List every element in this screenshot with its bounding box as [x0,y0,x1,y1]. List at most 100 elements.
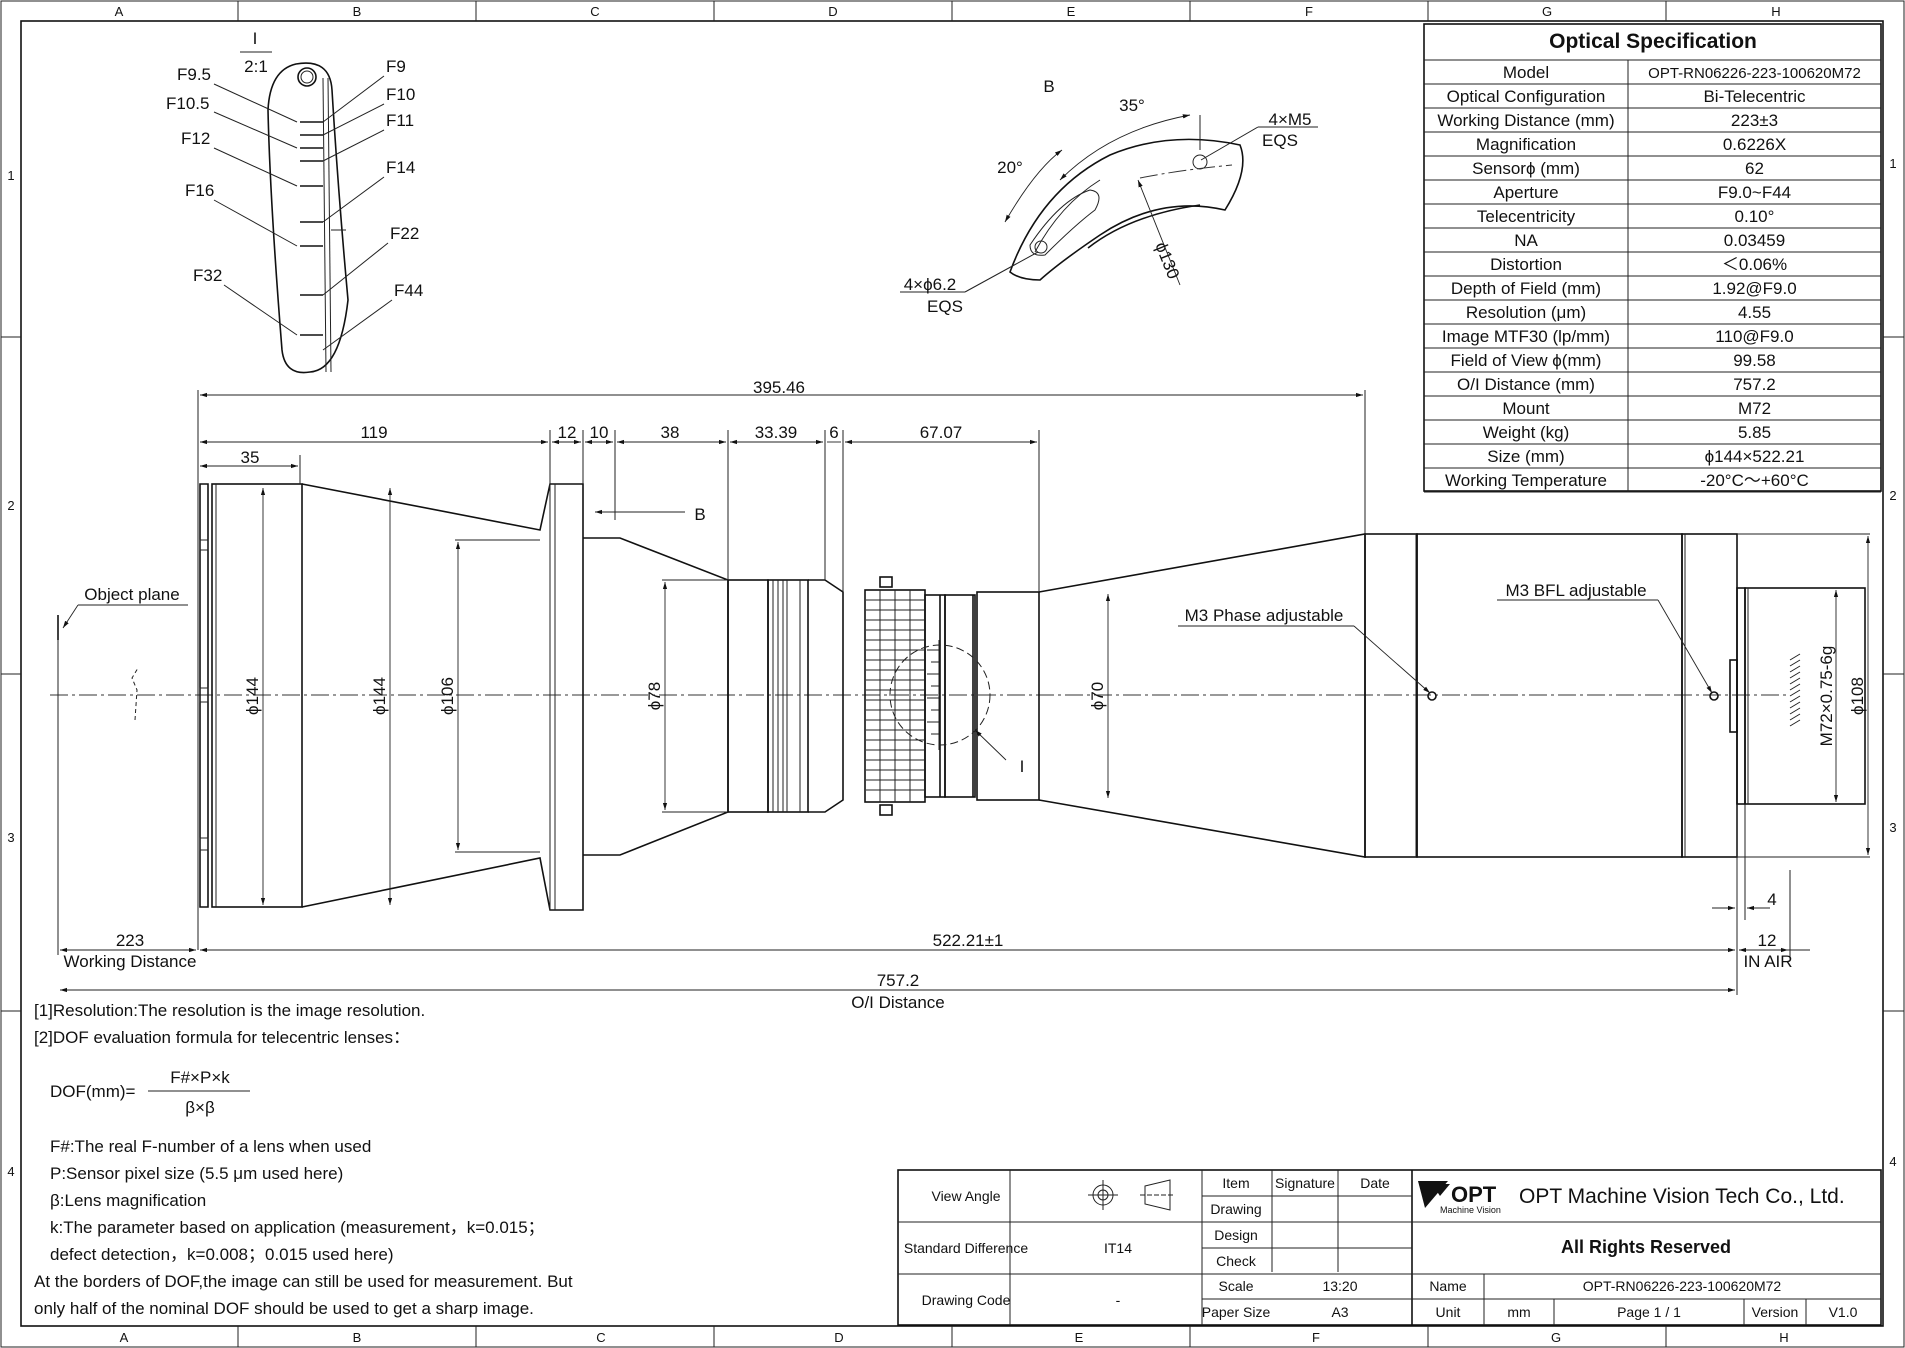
spec-label: Working Temperature [1445,471,1607,490]
spec-value: F9.0~F44 [1718,183,1791,202]
opt-logo: OPT Machine Vision [1418,1181,1501,1215]
row-label: 3 [7,830,14,845]
spec-label: Size (mm) [1487,447,1564,466]
note-resolution: [1]Resolution:The resolution is the imag… [34,1001,425,1020]
view-arrow-B: B [694,505,705,524]
note-p: P:Sensor pixel size (5.5 μm used here) [50,1164,343,1183]
spec-value: 0.6226X [1723,135,1786,154]
date-label: Date [1360,1175,1390,1191]
dim-phi144-b: ϕ144 [370,677,389,715]
scale-label: Scale [1218,1278,1253,1294]
spec-label: Aperture [1493,183,1558,202]
row-label: 4 [1889,1154,1896,1169]
drawing-code-label: Drawing Code [922,1292,1011,1308]
spec-label: Working Distance (mm) [1437,111,1614,130]
note-border-1: At the borders of DOF,the image can stil… [34,1272,573,1291]
thread-note: 4×M5 [1269,110,1312,129]
spec-label: Field of View ϕ(mm) [1451,351,1602,370]
dim-67: 67.07 [920,423,963,442]
dim-33: 33.39 [755,423,798,442]
col-label: D [828,4,837,19]
title-block: View Angle Standard Difference IT14 Draw… [897,1169,1882,1326]
spec-label: Weight (kg) [1483,423,1570,442]
col-label: C [596,1330,605,1345]
note-f: F#:The real F-number of a lens when used [50,1137,371,1156]
row-label: 1 [7,168,14,183]
page-value: Page 1 / 1 [1617,1304,1681,1320]
col-label: H [1771,4,1780,19]
dim-length: 522.21±1 [933,931,1004,950]
rights-text: All Rights Reserved [1561,1237,1731,1257]
std-diff-label: Standard Difference [904,1240,1028,1256]
dim-phi108: ϕ108 [1848,677,1867,715]
dim-thread: M72×0.75-6g [1817,646,1836,747]
design-label: Design [1214,1227,1258,1243]
f-stop-label: F9.5 [177,65,211,84]
spec-value: 99.58 [1733,351,1776,370]
spec-value: -20°C～+60°C [1700,471,1809,490]
spec-label: Depth of Field (mm) [1451,279,1601,298]
f-stop-label: F10.5 [166,94,209,113]
std-diff-value: IT14 [1104,1240,1132,1256]
section-label: B [1043,77,1054,96]
dof-numerator: F#×P×k [170,1068,230,1087]
name-value: OPT-RN06226-223-100620M72 [1583,1278,1782,1294]
spec-value: OPT-RN06226-223-100620M72 [1648,65,1861,82]
logo-subtext: Machine Vision [1440,1205,1501,1215]
detail-view-I: I 2:1 F9.5 F10.5 F12 F16 F32 F9 F10 F11 [166,29,423,374]
angle-label: 20° [997,158,1023,177]
spec-value: ＜0.06% [1722,255,1787,274]
company-name: OPT Machine Vision Tech Co., Ltd. [1519,1185,1845,1208]
item-label: Item [1222,1175,1249,1191]
note-border-2: only half of the nominal DOF should be u… [34,1299,534,1318]
spec-value: 110@F9.0 [1715,327,1793,346]
spec-label: O/I Distance (mm) [1457,375,1595,394]
spec-label: Distortion [1490,255,1562,274]
detail-callout-I: I [1020,757,1025,776]
row-label: 1 [1889,156,1896,171]
note-dof-title: [2]DOF evaluation formula for telecentri… [34,1028,410,1047]
col-label: G [1542,4,1552,19]
col-label: F [1305,4,1313,19]
col-label: F [1312,1330,1320,1345]
col-label: E [1067,4,1076,19]
spec-value: M72 [1738,399,1771,418]
f-stop-label: F9 [386,57,406,76]
spec-label: Telecentricity [1477,207,1576,226]
dim-oi-distance: 757.2 [877,971,920,990]
m3-phase-label: M3 Phase adjustable [1185,606,1344,625]
scale-value: 13:20 [1322,1278,1357,1294]
unit-value: mm [1507,1304,1530,1320]
dim-10: 10 [590,423,609,442]
spec-value: 1.92@F9.0 [1712,279,1796,298]
spec-value: 0.10° [1735,207,1775,226]
spec-value: 223±3 [1731,111,1778,130]
drawing-code-value: - [1116,1292,1121,1308]
dim-phi106: ϕ106 [438,677,457,715]
dim-total-top: 395.46 [753,378,805,397]
row-label: 4 [7,1164,14,1179]
working-distance-label: Working Distance [64,952,197,971]
col-label: G [1551,1330,1561,1345]
dim-12: 12 [558,423,577,442]
dim-38: 38 [661,423,680,442]
signature-label: Signature [1275,1175,1335,1191]
dim-6: 6 [829,423,838,442]
spec-value: ϕ144×522.21 [1705,447,1805,466]
spec-value: 5.85 [1738,423,1771,442]
f-stop-label: F32 [193,266,222,285]
spec-label: Optical Configuration [1447,87,1606,106]
col-label: C [590,4,599,19]
spec-label: NA [1514,231,1538,250]
hole-note: 4×ϕ6.2 [904,275,957,294]
spec-label: Model [1503,63,1549,82]
m3-bfl-label: M3 BFL adjustable [1505,581,1646,600]
row-label: 2 [1889,488,1896,503]
f-stop-label: F44 [394,281,423,300]
col-label: D [834,1330,843,1345]
dim-phi70: ϕ70 [1088,682,1107,710]
dof-denominator: β×β [185,1098,215,1117]
col-label: B [353,1330,362,1345]
